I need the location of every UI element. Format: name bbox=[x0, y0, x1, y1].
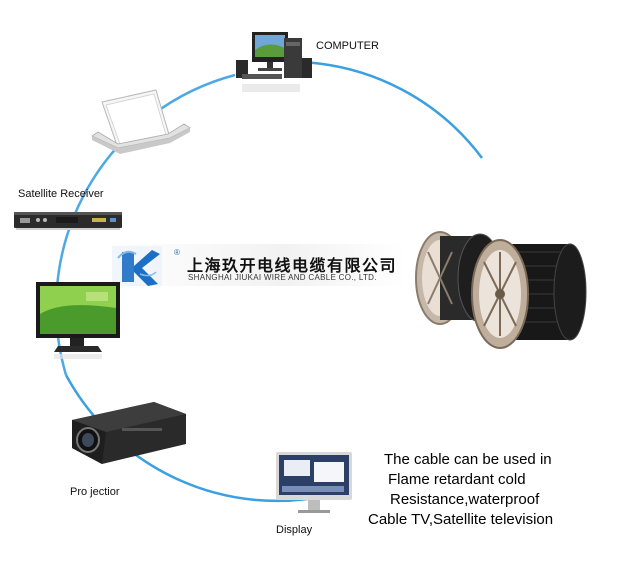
caption-line-2: Flame retardant cold bbox=[388, 471, 526, 488]
company-name-chinese: 上海玖开电线电缆有限公司 bbox=[187, 256, 398, 275]
projector-icon bbox=[62, 398, 190, 470]
company-name-english: SHANGHAI JIUKAI WIRE AND CABLE CO., LTD. bbox=[188, 273, 377, 282]
caption-line-4: Cable TV,Satellite television bbox=[368, 511, 554, 528]
caption-line-1: The cable can be used in bbox=[384, 451, 552, 468]
cable-drums-image bbox=[408, 222, 588, 354]
computer-label: COMPUTER bbox=[316, 40, 379, 52]
display-label: Display bbox=[276, 524, 313, 536]
projector-label: Pro jectior bbox=[70, 486, 120, 498]
logo-mark-icon: ® bbox=[112, 244, 180, 288]
computer-icon bbox=[228, 28, 314, 98]
registered-mark: ® bbox=[174, 248, 180, 257]
tv-icon bbox=[32, 278, 124, 362]
satellite-receiver-label: Satellite Receiver bbox=[18, 188, 104, 200]
satellite-receiver-icon bbox=[12, 208, 124, 234]
laptop-icon bbox=[90, 88, 194, 164]
display-icon bbox=[272, 450, 356, 518]
caption-line-3: Resistance,waterproof bbox=[390, 491, 540, 508]
usage-caption: The cable can be used in Flame retardant… bbox=[360, 450, 610, 530]
